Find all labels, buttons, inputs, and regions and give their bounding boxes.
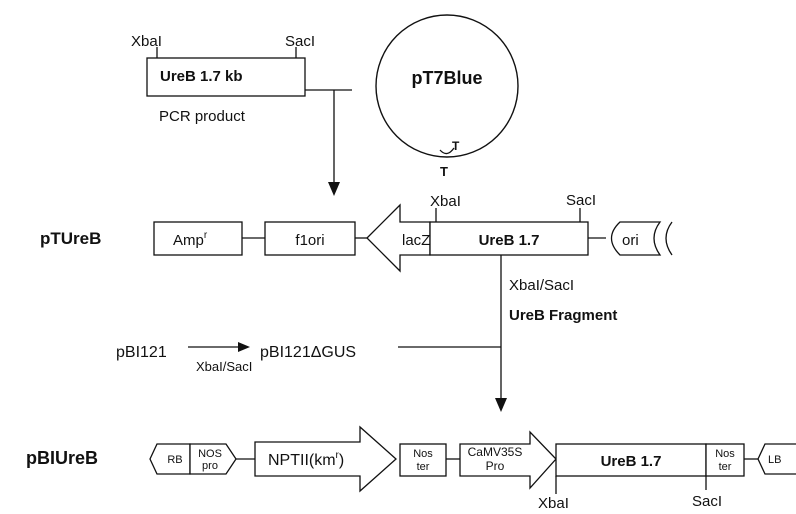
pcr-insert-label: UreB 1.7 kb [160, 68, 243, 85]
f1ori-label: f1ori [295, 232, 324, 249]
rb-label: RB [167, 454, 182, 466]
pcr-product: XbaI SacI UreB 1.7 kb PCR product [131, 33, 315, 125]
ptureb-xbai-label: XbaI [430, 193, 461, 210]
digest-fragment: UreB Fragment [509, 307, 617, 324]
camv35s-arrow [459, 430, 557, 490]
pbi121-arrowhead [238, 342, 250, 352]
noster-box-2 [705, 443, 745, 477]
ori-shape [610, 221, 662, 256]
pbiureb-construct: pBIUreB RB NOS pro NPTII(kmr) Nos ter Ca… [26, 425, 796, 512]
noster2-label-2: ter [719, 461, 732, 473]
ureb-final-label: UreB 1.7 [601, 453, 662, 470]
digest-arrowhead [495, 398, 507, 412]
pcr-xbai-label: XbaI [131, 33, 162, 50]
pcr-product-caption: PCR product [159, 108, 246, 125]
ureb-box [429, 221, 589, 256]
ptureb-saci-label: SacI [566, 192, 596, 209]
camv-label-2: Pro [486, 459, 505, 473]
pt7blue-vector: pT7Blue T T [375, 14, 519, 179]
nos-pro-label-1: NOS [198, 448, 222, 460]
ligation-arrow [305, 89, 352, 196]
pbiureb-name: pBIUreB [26, 448, 98, 468]
pbiureb-saci-label: SacI [692, 493, 722, 510]
pbi121-label: pBI121 [116, 344, 167, 361]
pbi121-step: pBI121 XbaI/SacI pBI121ΔGUS [116, 342, 501, 374]
t-overhang-notch [439, 147, 455, 155]
t-overhang-top: T [452, 139, 460, 153]
ori-end-bracket [665, 221, 673, 256]
ptureb-name: pTUreB [40, 229, 101, 248]
t-overhang-bottom: T [440, 164, 448, 179]
nptii-label: NPTII(kmr) [268, 450, 344, 469]
nos-pro-label-2: pro [202, 460, 218, 472]
noster1-label-1: Nos [413, 448, 433, 460]
lacz-label: lacZ [402, 232, 430, 249]
nos-pro-arrow [189, 443, 237, 475]
f1ori-box [264, 221, 356, 256]
digest-enzymes: XbaI/SacI [509, 277, 574, 294]
pt7blue-circle [375, 14, 519, 158]
pbi121-enzymes: XbaI/SacI [196, 359, 252, 374]
pt7blue-label: pT7Blue [411, 68, 482, 88]
amp-box [153, 221, 243, 256]
noster-box-1 [399, 443, 447, 477]
ori-label: ori [622, 232, 639, 249]
ligation-arrowhead [328, 182, 340, 196]
ureb-final-box [555, 443, 707, 477]
amp-label: Ampr [173, 230, 208, 249]
lb-border [757, 443, 796, 475]
digest-arrow: XbaI/SacI UreB Fragment [495, 255, 617, 412]
pcr-product-box [146, 57, 306, 97]
noster2-label-1: Nos [715, 448, 735, 460]
pcr-saci-label: SacI [285, 33, 315, 50]
pbiureb-xbai-label: XbaI [538, 495, 569, 512]
lb-label: LB [768, 454, 781, 466]
ureb-label: UreB 1.7 [479, 232, 540, 249]
camv-label-1: CaMV35S [468, 445, 523, 459]
nptii-arrow [254, 425, 397, 493]
pbi121-dgus-label: pBI121ΔGUS [260, 344, 356, 361]
ptureb-construct: pTUreB Ampr f1ori lacZ UreB 1.7 XbaI Sac… [40, 192, 673, 273]
noster1-label-2: ter [417, 461, 430, 473]
